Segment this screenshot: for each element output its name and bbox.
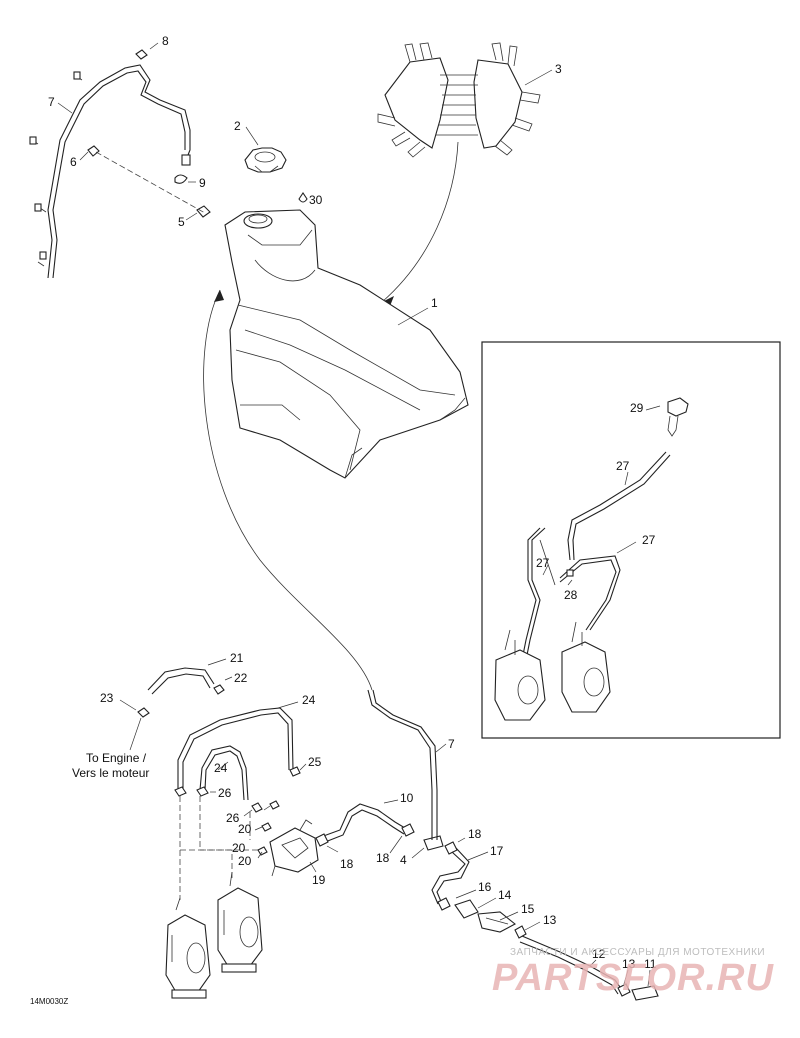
part-18-clamp-a (315, 833, 329, 847)
figure-code: 14M0030Z (30, 997, 68, 1006)
callout-10: 10 (400, 791, 414, 805)
callout-27-b: 27 (642, 533, 656, 547)
callout-3: 3 (555, 62, 562, 76)
inset-fuel-lines (521, 397, 689, 661)
callout-8: 8 (162, 34, 169, 48)
part-11-fitting (631, 985, 659, 1001)
callout-5: 5 (178, 215, 185, 229)
part-5-grommet (196, 205, 211, 218)
part-7-vent-line-lower (367, 689, 438, 840)
carburetor-right (217, 871, 263, 973)
part-7-vent-line-upper (29, 64, 191, 279)
callout-4: 4 (400, 853, 407, 867)
callout-16: 16 (478, 880, 492, 894)
callout-28: 28 (564, 588, 578, 602)
part-1-fuel-tank (224, 209, 469, 479)
part-18-clamp-c (444, 841, 458, 855)
callout-26-a: 26 (218, 786, 232, 800)
part-10-hose (317, 803, 406, 845)
inset-carburetors (494, 621, 611, 721)
part-20-screw-b (257, 846, 268, 856)
callout-15: 15 (521, 902, 535, 916)
callout-2: 2 (234, 119, 241, 133)
part-15-valve (477, 911, 516, 933)
part-13-clamp-a (514, 925, 527, 939)
callout-20-c: 20 (232, 841, 246, 855)
callout-23: 23 (100, 691, 114, 705)
callout-27-a: 27 (616, 459, 630, 473)
carburetor-left (165, 897, 211, 999)
part-23-tee (137, 707, 150, 718)
part-26-clamp-b (196, 786, 209, 797)
callout-29: 29 (630, 401, 644, 415)
part-17-hose (431, 847, 470, 905)
callout-7-upper: 7 (48, 95, 55, 109)
callout-18-c: 18 (340, 857, 354, 871)
callout-24-b: 24 (214, 761, 228, 775)
callout-17: 17 (490, 844, 504, 858)
part-16-clamp (437, 897, 451, 911)
callout-20-b: 20 (238, 854, 252, 868)
part-22-clamp (213, 684, 225, 695)
callout-6: 6 (70, 155, 77, 169)
callout-20-a: 20 (238, 822, 252, 836)
callout-26-b: 26 (226, 811, 240, 825)
engine-label-line1: To Engine / (86, 751, 147, 765)
callout-22: 22 (234, 671, 248, 685)
callout-24-a: 24 (302, 693, 316, 707)
part-14-filter (454, 899, 479, 919)
callout-11: 11 (644, 957, 657, 971)
part-24-hoses (177, 707, 294, 801)
part-26-clamp-a (174, 786, 187, 797)
callout-1: 1 (431, 296, 438, 310)
callout-21: 21 (230, 651, 244, 665)
part-8-clip (135, 49, 148, 60)
inset-frame (481, 341, 781, 739)
part-26-clamp-c (251, 802, 263, 813)
callout-30: 30 (309, 193, 323, 207)
part-9-clamp (174, 174, 188, 184)
part-18-clamp-b (401, 823, 415, 837)
watermark-logo: PARTSFOR.RU (492, 957, 774, 999)
part-6-nut (87, 145, 100, 157)
callout-14: 14 (498, 888, 512, 902)
part-3-tank-straps (377, 42, 541, 158)
callout-18-a: 18 (468, 827, 482, 841)
callout-19: 19 (312, 873, 326, 887)
part-20-screw-a (261, 822, 272, 832)
callout-25: 25 (308, 755, 322, 769)
part-25-clamp (289, 766, 301, 777)
callout-27-c: 27 (536, 556, 550, 570)
part-21-hose (147, 667, 215, 695)
engine-label-line2: Vers le moteur (72, 766, 149, 780)
part-30-vent-plug (298, 192, 308, 203)
part-4-tee (423, 835, 444, 851)
part-2-filler-cap (244, 147, 287, 173)
part-19-fuel-pump (269, 819, 319, 877)
callout-13-a: 13 (543, 913, 557, 927)
watermark-subtitle: ЗАПЧАСТИ И АКСЕССУАРЫ ДЛЯ МОТОТЕХНИКИ (510, 947, 765, 958)
callout-13-b: 13 (622, 957, 636, 971)
callout-7-lower: 7 (448, 737, 455, 751)
part-20-screw-c (269, 800, 280, 810)
part-13-clamp-b (617, 983, 631, 997)
callout-18-b: 18 (376, 851, 390, 865)
callout-9: 9 (199, 176, 206, 190)
callout-12: 12 (592, 947, 606, 961)
